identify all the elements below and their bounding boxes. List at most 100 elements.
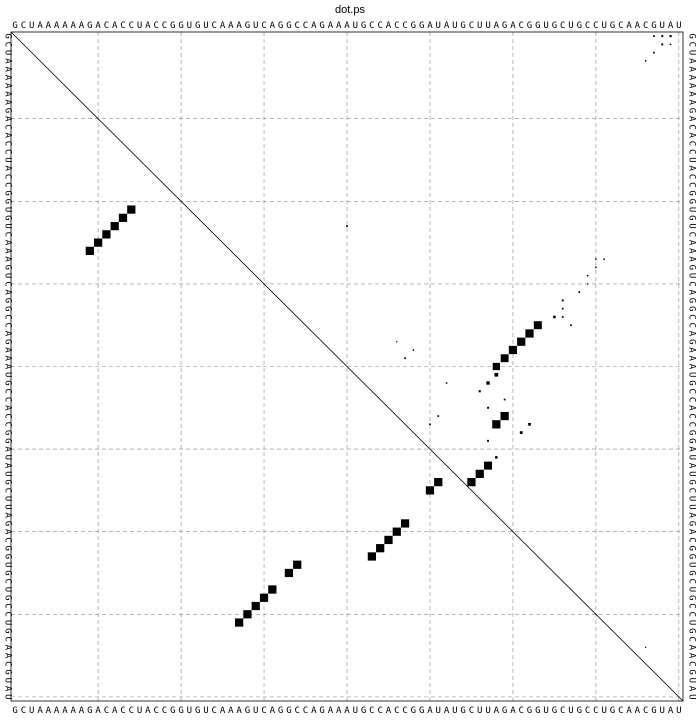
sequence-letter: C — [261, 21, 266, 31]
sequence-letter: C — [21, 21, 26, 31]
sequence-letter: C — [3, 603, 13, 608]
sequence-letter: G — [687, 199, 697, 204]
sequence-letter: G — [3, 190, 13, 195]
probability-dot — [487, 439, 490, 442]
sequence-letter: C — [3, 149, 13, 154]
sequence-letter: A — [687, 446, 697, 452]
sequence-letter: G — [12, 21, 17, 31]
sequence-letter: C — [687, 537, 697, 542]
sequence-letter: A — [3, 133, 13, 139]
sequence-letter: G — [3, 628, 13, 633]
sequence-letter: G — [527, 706, 532, 716]
probability-dot — [595, 266, 597, 269]
probability-dot — [661, 43, 664, 46]
sequence-letter: A — [3, 116, 13, 122]
mfe-dot — [293, 560, 302, 569]
sequence-letter: C — [593, 21, 598, 31]
sequence-letter: U — [687, 562, 697, 567]
sequence-letter: A — [3, 91, 13, 97]
sequence-letter: G — [3, 521, 13, 526]
sequence-letter: C — [129, 21, 134, 31]
sequence-letter: G — [278, 706, 283, 716]
sequence-letter: A — [687, 91, 697, 97]
sequence-letter: A — [687, 347, 697, 353]
probability-dot — [412, 349, 415, 351]
sequence-letter: C — [3, 174, 13, 179]
sequence-letter: A — [336, 706, 342, 716]
sequence-letter: C — [3, 422, 13, 427]
probability-dot — [525, 329, 534, 338]
sequence-letter: A — [687, 463, 697, 469]
mfe-dot — [400, 519, 410, 528]
probability-dot — [586, 283, 589, 285]
sequence-letter: C — [394, 21, 399, 31]
sequence-letter: G — [502, 706, 507, 716]
probability-dot — [500, 354, 509, 363]
sequence-letter: A — [71, 706, 77, 716]
probability-dot — [486, 381, 490, 385]
sequence-letter: U — [601, 21, 606, 31]
sequence-letter: A — [494, 706, 500, 716]
sequence-letter: C — [3, 232, 13, 237]
probability-dot — [561, 316, 564, 318]
sequence-letter: A — [687, 116, 697, 122]
sequence-letter: U — [687, 372, 697, 377]
sequence-letter: U — [687, 504, 697, 509]
sequence-letter: G — [687, 669, 697, 674]
mfe-dot — [425, 486, 435, 495]
probability-dot — [533, 321, 542, 330]
sequence-letter: A — [687, 240, 697, 246]
sequence-letter: C — [104, 706, 109, 716]
mfe-dot — [434, 478, 443, 487]
sequence-letter: C — [687, 579, 697, 584]
sequence-letter: C — [687, 42, 697, 47]
probability-dots — [346, 35, 672, 648]
sequence-letter: U — [3, 471, 13, 476]
probability-dot — [346, 225, 348, 227]
sequence-letter: G — [527, 21, 532, 31]
sequence-letter: G — [12, 706, 17, 716]
sequence-letter: G — [3, 479, 13, 484]
sequence-letter: G — [610, 706, 615, 716]
probability-dot — [437, 415, 440, 417]
sequence-letter: C — [369, 21, 374, 31]
probability-dot — [487, 406, 490, 409]
sequence-letter: A — [3, 653, 13, 659]
sequence-letter: A — [95, 21, 101, 31]
sequence-letter: C — [3, 42, 13, 47]
sequence-letter: U — [568, 706, 573, 716]
sequence-letter: C — [687, 281, 697, 286]
sequence-letter: U — [3, 678, 13, 683]
sequence-letter: A — [444, 706, 450, 716]
sequence-letter: C — [687, 636, 697, 641]
mfe-dot — [93, 238, 103, 247]
sequence-letter: G — [3, 215, 13, 220]
probability-dot — [484, 461, 493, 470]
sequence-letter: G — [3, 108, 13, 113]
probability-dot — [478, 390, 481, 393]
sequence-letter: U — [687, 223, 697, 228]
probability-dot — [429, 423, 431, 426]
sequence-letter: G — [419, 706, 424, 716]
probability-dot — [578, 291, 581, 294]
sequence-letter: G — [286, 706, 291, 716]
sequence-letter: G — [411, 706, 416, 716]
sequence-right: GCUAAAAAAGACACCUACCGGUGUCAAAGUCAGGCCAGAA… — [687, 33, 697, 699]
probability-dot — [561, 299, 564, 302]
sequence-letter: A — [687, 645, 697, 651]
sequence-letter: C — [687, 141, 697, 146]
sequence-letter: A — [687, 83, 697, 89]
sequence-letter: G — [3, 595, 13, 600]
sequence-letter: A — [3, 446, 13, 452]
sequence-letter: A — [494, 21, 500, 31]
sequence-letter: U — [477, 706, 482, 716]
sequence-letter: A — [687, 99, 697, 105]
sequence-letter: G — [687, 380, 697, 385]
sequence-letter: U — [485, 21, 490, 31]
sequence-letter: A — [668, 706, 674, 716]
sequence-letter: U — [3, 157, 13, 162]
sequence-letter: G — [687, 215, 697, 220]
sequence-letter: G — [687, 190, 697, 195]
mfe-dot — [376, 544, 385, 553]
sequence-letter: C — [593, 706, 598, 716]
